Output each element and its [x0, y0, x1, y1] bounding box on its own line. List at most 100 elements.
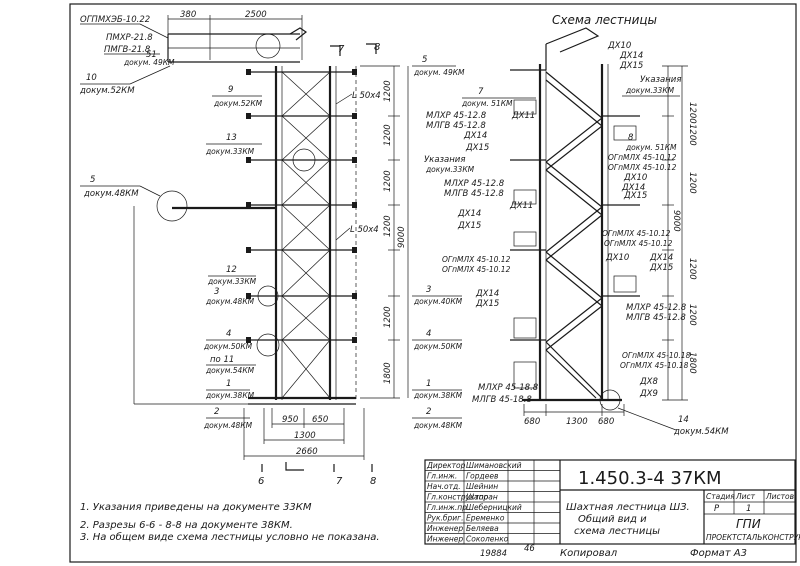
label-doc52b: докум.52КМ: [213, 99, 263, 108]
label-4-right: 4: [426, 329, 431, 339]
sheet-border: [69, 3, 797, 563]
titleblock-role: Гл.конструктор: [427, 493, 489, 502]
titleblock-role: Нач.отд.: [427, 482, 461, 491]
label-doc50: докум.50КМ: [203, 342, 253, 351]
titleblock-role: Директор: [426, 461, 466, 470]
scheme-dim-9000: 9000: [671, 210, 681, 232]
scheme-ogpm-10: ОГпМЛХ 45-10.18: [622, 351, 691, 360]
scheme-doc51b: докум. 51КМ: [625, 143, 677, 152]
sheet-mark: 46: [524, 544, 535, 554]
dim-9000-left: 9000: [397, 226, 407, 248]
label-4: 4: [226, 329, 231, 339]
label-profile: ОГПМХЭБ-10.22: [80, 15, 150, 25]
scheme-mlgv-d: МЛГВ 45-12.8: [626, 313, 686, 323]
label-doc38-right: докум.38КМ: [413, 391, 463, 400]
dim-rise-3: 1200: [383, 170, 393, 192]
titleblock-name: Беляева: [466, 524, 499, 533]
title-line-2: Общий вид и: [578, 513, 647, 525]
scheme-14: 14: [678, 415, 689, 425]
titleblock-role: Инженер: [427, 535, 463, 544]
titleblock-role: Гл.инж.пр.: [427, 503, 469, 512]
label-pmgv: ПМГВ-21.8: [104, 45, 151, 55]
scheme-dx15: ДХ15: [619, 61, 643, 71]
label-doc49: докум. 49КМ: [123, 58, 175, 67]
dim-2660: 2660: [296, 447, 318, 457]
label-doc52: докум.52КМ: [79, 86, 135, 96]
stage-header: Стадия: [706, 492, 735, 501]
scheme-mlhr-bottom: МЛХР 45-18.8: [478, 383, 539, 393]
scheme-dim-rise-4: 1200: [687, 258, 697, 280]
drawing-code: 1.450.3-4 37КМ: [578, 468, 722, 489]
titleblock-role: Гл.инж.: [427, 472, 457, 481]
scheme-dx10: ДХ10: [607, 41, 631, 51]
label-12: 12: [226, 265, 237, 275]
scheme-ogpm-11: ОГпМЛХ 45-10.18: [620, 361, 689, 370]
scheme-mlhr-c: МЛХР 45-12.8: [444, 179, 505, 189]
label-pmhr: ПМХР-21.8: [106, 33, 153, 43]
titleblock-name: Шапран: [466, 493, 498, 502]
dim-rise-1: 1200: [383, 80, 393, 102]
scheme-ukaz2: Указания: [424, 155, 465, 165]
scheme-doc33d: докум.33КМ: [425, 165, 475, 174]
scheme-ogpm-6: ОГпМЛХ 45-10.12: [442, 265, 511, 274]
dim-rise-2: 1200: [383, 124, 393, 146]
scheme-dim-rise-2: 1200: [687, 124, 697, 146]
stage-value: Р: [714, 504, 720, 514]
label-5: 5: [90, 175, 95, 185]
scheme-dim-rise-3: 1200: [687, 172, 697, 194]
scheme-doc51: докум. 51КМ: [461, 99, 513, 108]
dim-rise-5: 1200: [383, 306, 393, 328]
label-51: 51: [146, 50, 157, 60]
label-10: 10: [86, 73, 97, 83]
scheme-dim-1300: 1300: [566, 417, 588, 427]
scheme-dx15-c: ДХ15: [457, 221, 481, 231]
titleblock-name: Шимановский: [466, 461, 522, 470]
label-doc50-right: докум.50КМ: [413, 342, 463, 351]
scheme-dx15-e: ДХ15: [649, 263, 673, 273]
copied-by: Копировал: [560, 548, 618, 559]
scheme-ogpm-2: ОГпМЛХ 45-10.12: [608, 163, 677, 172]
sheet-header: Лист: [735, 492, 756, 501]
dim-rise-4: 1200: [383, 215, 393, 237]
scheme-dx14-c: ДХ14: [457, 209, 481, 219]
scheme-dim-rise-5: 1200: [687, 304, 697, 326]
stair-elevation: 380 2500: [79, 10, 465, 487]
scheme-dx15-f: ДХ15: [475, 299, 499, 309]
label-9: 9: [228, 85, 233, 95]
dim-950: 950: [282, 415, 298, 425]
scheme-mlgv: МЛГВ 45-12.8: [426, 121, 486, 131]
dim-1300: 1300: [294, 431, 316, 441]
scheme-dx15-b: ДХ15: [465, 143, 489, 153]
scheme-ogpm-1: ОГпМЛХ 45-10.12: [608, 153, 677, 162]
scheme-dx14-e: ДХ14: [649, 253, 673, 263]
note-3: 3. На общем виде схема лестницы условно …: [80, 531, 380, 543]
scheme-dx15-d: ДХ15: [623, 191, 647, 201]
stair-scheme: Схема лестницы: [424, 13, 729, 437]
sheet-value: 1: [746, 504, 751, 514]
title-line-1: Шахтная лестница ШЗ.: [566, 502, 690, 513]
label-1: 1: [226, 379, 231, 389]
scheme-ukaz: Указания: [640, 75, 681, 85]
scheme-title: Схема лестницы: [552, 13, 657, 27]
scheme-mlhr: МЛХР 45-12.8: [426, 111, 487, 121]
label-doc48: докум.48КМ: [83, 189, 139, 199]
title-line-3: схема лестницы: [574, 526, 660, 537]
label-po11: по 11: [210, 355, 234, 365]
sheets-header: Листов: [765, 492, 794, 501]
titleblock-name: Гордеев: [466, 472, 498, 481]
section-8-top: 8: [374, 42, 380, 53]
scheme-dx10-c: ДХ10: [605, 253, 629, 263]
label-doc48-right: докум.48КМ: [413, 421, 463, 430]
dim-rise-6: 1800: [383, 362, 393, 384]
scheme-8: 8: [628, 133, 634, 143]
label-1-right: 1: [426, 379, 431, 389]
scheme-dx14-d: ДХ14: [621, 183, 645, 193]
scheme-doc33: докум.33КМ: [625, 86, 675, 95]
label-doc33: докум.33КМ: [205, 147, 255, 156]
scheme-dx14: ДХ14: [619, 51, 643, 61]
scheme-ogpm-4: ОГпМЛХ 45-10.12: [604, 239, 673, 248]
section-7-top: 7: [338, 44, 345, 55]
label-doc33b: докум.33КМ: [207, 277, 257, 286]
